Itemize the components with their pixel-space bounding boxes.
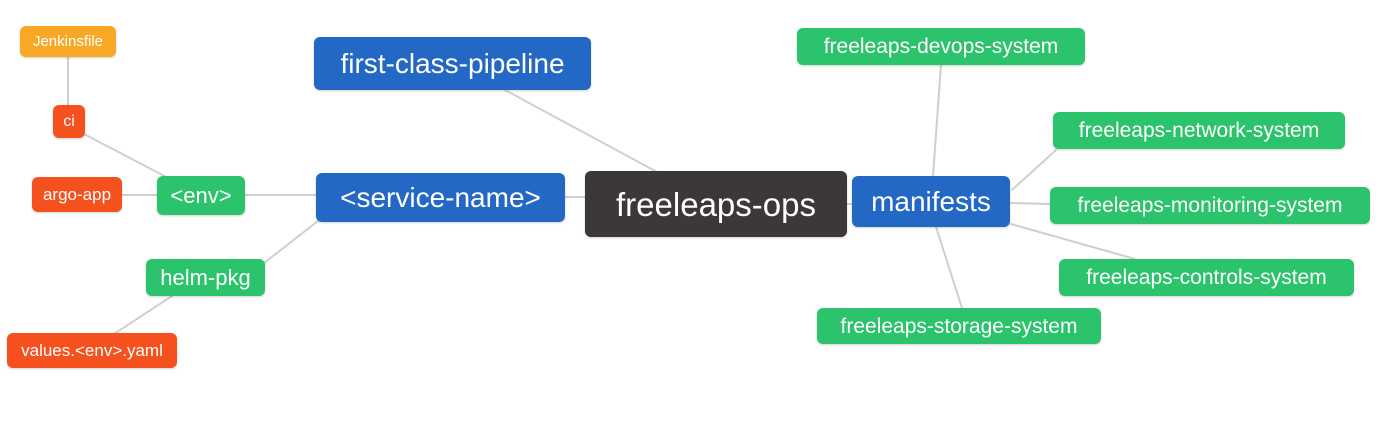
- edge-root-first-class-pipeline: [504, 89, 658, 173]
- edge-manifests-storage: [935, 226, 963, 309]
- node-ci[interactable]: ci: [53, 105, 85, 138]
- node-freeleaps-controls-system[interactable]: freeleaps-controls-system: [1059, 259, 1354, 296]
- edge-helm-pkg-values: [113, 295, 173, 335]
- node-first-class-pipeline[interactable]: first-class-pipeline: [314, 37, 591, 90]
- node-root-freeleaps-ops[interactable]: freeleaps-ops: [585, 171, 847, 237]
- node-freeleaps-network-system[interactable]: freeleaps-network-system: [1053, 112, 1345, 149]
- node-freeleaps-devops-system[interactable]: freeleaps-devops-system: [797, 28, 1085, 65]
- node-argo-app[interactable]: argo-app: [32, 177, 122, 212]
- edge-manifests-controls: [1010, 223, 1136, 260]
- edge-manifests-network: [1011, 149, 1057, 191]
- node-manifests[interactable]: manifests: [852, 176, 1010, 227]
- node-freeleaps-monitoring-system[interactable]: freeleaps-monitoring-system: [1050, 187, 1370, 224]
- edge-manifests-devops: [932, 64, 942, 177]
- node-jenkinsfile[interactable]: Jenkinsfile: [20, 26, 116, 57]
- node-service-name[interactable]: <service-name>: [316, 173, 565, 222]
- node-env[interactable]: <env>: [157, 176, 245, 215]
- node-freeleaps-storage-system[interactable]: freeleaps-storage-system: [817, 308, 1101, 344]
- node-values-env-yaml[interactable]: values.<env>.yaml: [7, 333, 177, 368]
- node-helm-pkg[interactable]: helm-pkg: [146, 259, 265, 296]
- edge-service-name-helm-pkg: [263, 220, 319, 264]
- edge-manifests-monitoring: [1009, 202, 1051, 205]
- edge-env-ci: [83, 133, 169, 179]
